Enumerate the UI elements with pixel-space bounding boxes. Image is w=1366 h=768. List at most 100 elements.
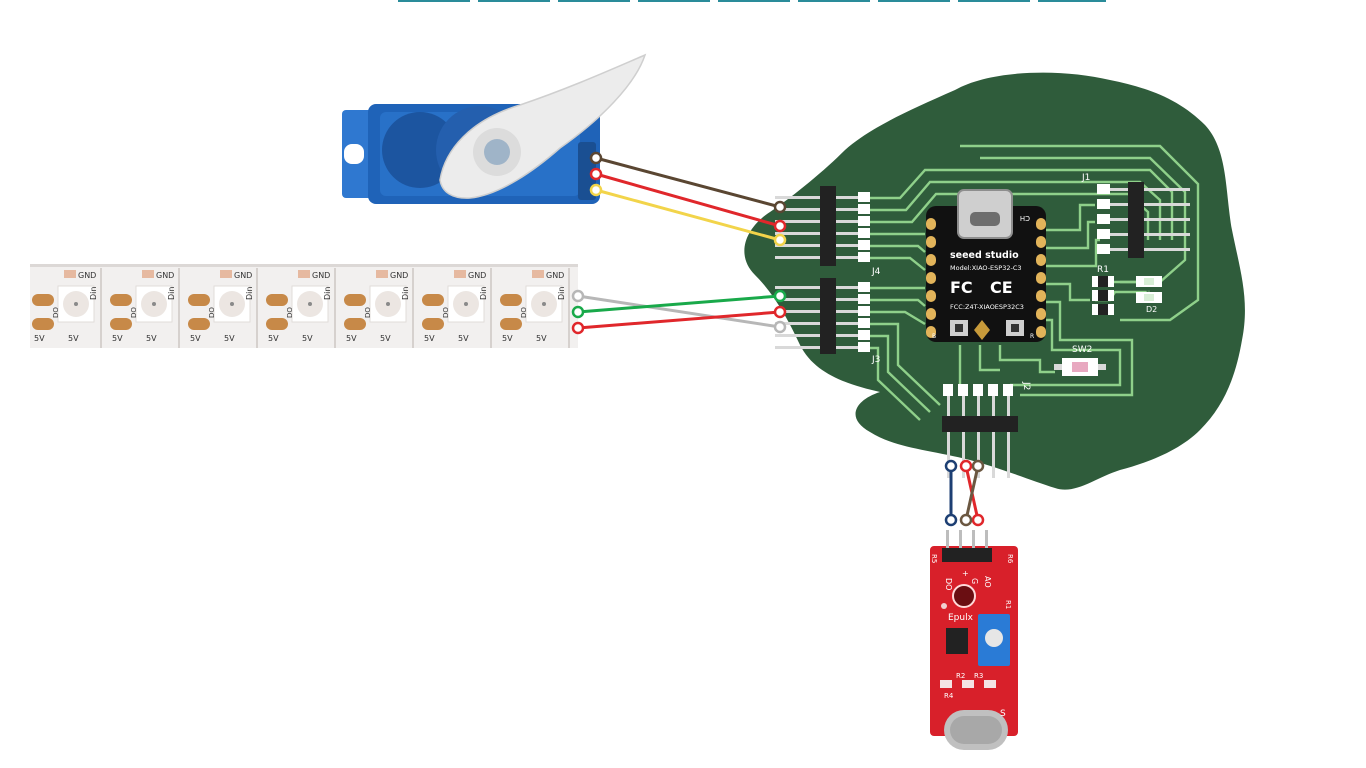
label-r1: R1 bbox=[1097, 265, 1109, 275]
strip-5v-label: 5V bbox=[224, 334, 235, 343]
strip-5v-label: 5V bbox=[424, 334, 435, 343]
servo-pin-red[interactable] bbox=[589, 167, 603, 181]
j2-pin-navy[interactable] bbox=[944, 459, 958, 473]
strip-dout-label: DO bbox=[286, 307, 294, 318]
boot-button[interactable] bbox=[955, 324, 963, 332]
strip-gnd-label: GND bbox=[546, 271, 564, 280]
top-tab-9[interactable] bbox=[1038, 0, 1106, 2]
strip-pin-green[interactable] bbox=[571, 305, 585, 319]
mic-pin-navy[interactable] bbox=[944, 513, 958, 527]
servo-pin-brown[interactable] bbox=[589, 151, 603, 165]
top-tab-1[interactable] bbox=[398, 0, 470, 2]
reset-button[interactable] bbox=[1011, 324, 1019, 332]
mic-r3: R3 bbox=[974, 672, 983, 680]
servo-motor bbox=[342, 53, 647, 204]
strip-dout-label: DO bbox=[130, 307, 138, 318]
mic-pin-red[interactable] bbox=[971, 513, 985, 527]
strip-din-label: Din bbox=[167, 287, 176, 300]
strip-din-label: Din bbox=[557, 287, 566, 300]
j4-pin-brown[interactable] bbox=[773, 200, 787, 214]
mic-brand: Epulx bbox=[948, 613, 974, 623]
strip-5v-label: 5V bbox=[34, 334, 45, 343]
servo-wire-yellow[interactable] bbox=[594, 188, 782, 242]
label-d2: D2 bbox=[1146, 305, 1157, 314]
strip-wire-gray[interactable] bbox=[576, 294, 782, 329]
label-j1: J1 bbox=[1081, 173, 1090, 183]
xiao-fcc-id: FCC:Z4T-XIAOESP32C3 bbox=[950, 303, 1024, 311]
strip-5v-label: 5V bbox=[190, 334, 201, 343]
mic-wire-brown[interactable] bbox=[964, 464, 980, 522]
j4-pin-red[interactable] bbox=[773, 219, 787, 233]
label-j2: J2 bbox=[1021, 381, 1031, 390]
mic-r6: R6 bbox=[1006, 554, 1014, 564]
strip-wire-red[interactable] bbox=[576, 310, 782, 330]
header-j3: J3 bbox=[775, 278, 880, 365]
top-tab-6[interactable] bbox=[798, 0, 870, 2]
strip-5v-label: 5V bbox=[112, 334, 123, 343]
strip-gnd-label: GND bbox=[78, 271, 96, 280]
label-j4: J4 bbox=[871, 267, 881, 277]
strip-5v-label: 5V bbox=[146, 334, 157, 343]
xiao-brand: seeed studio bbox=[950, 250, 1019, 261]
strip-5v-label: 5V bbox=[380, 334, 391, 343]
strip-5v-label: 5V bbox=[68, 334, 79, 343]
j3-pin-green[interactable] bbox=[773, 289, 787, 303]
mic-r2: R2 bbox=[956, 672, 965, 680]
strip-dout-label: DO bbox=[208, 307, 216, 318]
top-tab-5[interactable] bbox=[718, 0, 790, 2]
servo-pin-yellow[interactable] bbox=[589, 183, 603, 197]
header-j2: J2 bbox=[942, 381, 1031, 478]
strip-din-label: Din bbox=[245, 287, 254, 300]
mic-pin-g: G bbox=[970, 578, 979, 584]
label-j3: J3 bbox=[871, 355, 880, 365]
label-b: B bbox=[932, 333, 936, 340]
strip-gnd-label: GND bbox=[156, 271, 174, 280]
strip-wire-green[interactable] bbox=[576, 294, 782, 314]
strip-pin-gray[interactable] bbox=[571, 289, 585, 303]
fc-mark: FC bbox=[950, 278, 973, 297]
top-tab-2[interactable] bbox=[478, 0, 550, 2]
label-d1: D1 bbox=[1146, 286, 1156, 294]
custom-pcb: J4 bbox=[744, 72, 1245, 490]
servo-wire-red[interactable] bbox=[594, 172, 782, 228]
resistors-leds: R1 D1 D2 bbox=[1092, 265, 1162, 315]
mic-pin-plus: + bbox=[962, 569, 969, 578]
j2-pin-brown[interactable] bbox=[971, 459, 985, 473]
strip-dout-label: DO bbox=[442, 307, 450, 318]
switch-sw2[interactable]: SW2 bbox=[1054, 345, 1106, 376]
strip-gnd-label: GND bbox=[312, 271, 330, 280]
servo-wire-brown[interactable] bbox=[594, 156, 782, 209]
j3-pin-gray[interactable] bbox=[773, 320, 787, 334]
mic-pin-brown[interactable] bbox=[959, 513, 973, 527]
strip-pin-red[interactable] bbox=[571, 321, 585, 335]
label-r: R bbox=[1030, 333, 1034, 340]
top-tab-8[interactable] bbox=[958, 0, 1030, 2]
mic-r1: R1 bbox=[1004, 600, 1012, 609]
mic-r5: R5 bbox=[930, 554, 938, 563]
strip-din-label: Din bbox=[89, 287, 98, 300]
top-tab-3[interactable] bbox=[558, 0, 630, 2]
mic-pin-do: DO bbox=[944, 578, 953, 590]
j2-pin-red[interactable] bbox=[959, 459, 973, 473]
window-top-strip bbox=[0, 0, 1366, 3]
antenna-icon bbox=[974, 320, 990, 340]
mic-pin-ao: AO bbox=[983, 576, 992, 588]
label-ch: CH bbox=[1020, 214, 1030, 222]
top-tab-4[interactable] bbox=[638, 0, 710, 2]
wires bbox=[571, 151, 985, 527]
xiao-esp32c3-module: CH seeed studio Model:XIAO-ESP32-C3 FC C… bbox=[926, 189, 1046, 342]
j3-pin-red[interactable] bbox=[773, 305, 787, 319]
sound-sensor-module: DO + G AO R5 R6 R1 Epulx R2 R3 R4 S bbox=[930, 530, 1018, 750]
top-tab-7[interactable] bbox=[878, 0, 950, 2]
strip-gnd-label: GND bbox=[390, 271, 408, 280]
j4-pin-yellow[interactable] bbox=[773, 233, 787, 247]
pcb-traces bbox=[868, 144, 1200, 421]
